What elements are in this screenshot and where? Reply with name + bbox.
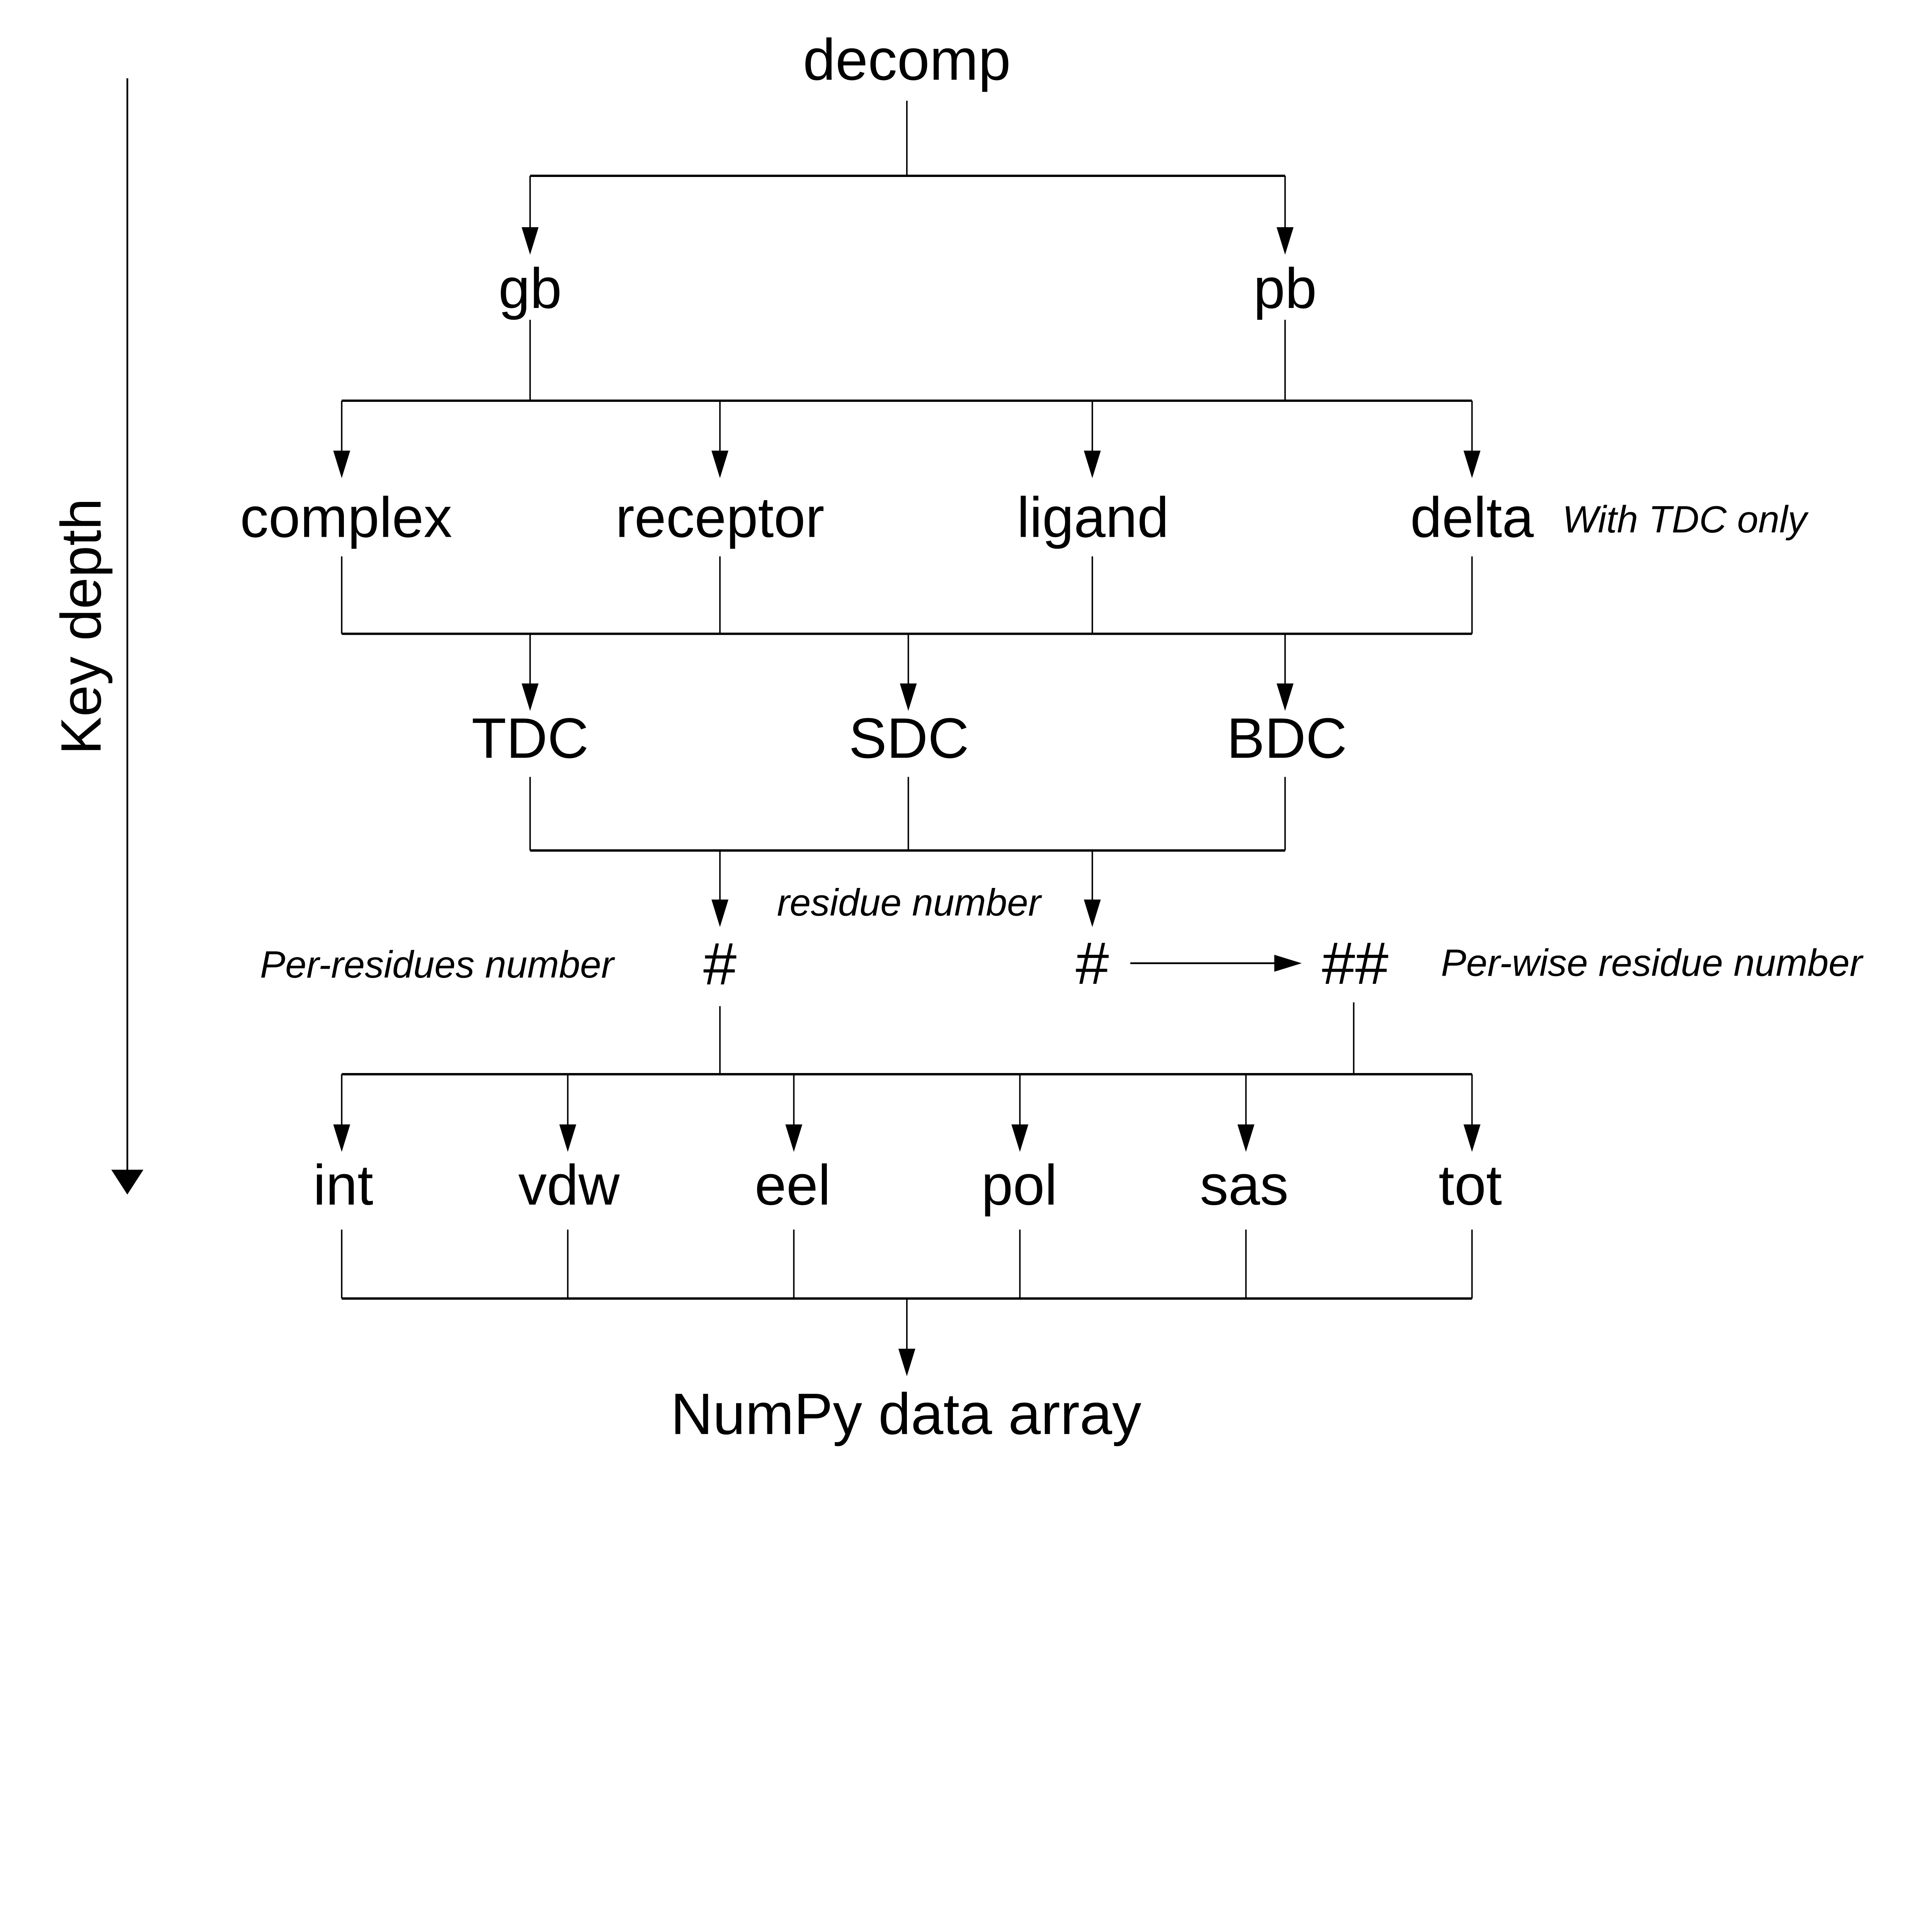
residue-number-note: residue number [777,881,1041,924]
node-tot: tot [1439,1153,1502,1217]
node-bdc: BDC [1226,706,1347,770]
node-decomp: decomp [803,27,1011,92]
decomp-key-tree-diagram: decomp gb pb complex receptor ligand del… [49,27,1862,1447]
node-complex: complex [240,485,452,549]
node-residue-number-hash: # [703,930,737,997]
arrow-to-sdc-icon [900,634,917,711]
arrow-to-tot-icon [1463,1074,1481,1152]
arrow-to-ligand-icon [1083,401,1101,478]
node-vdw: vdw [518,1153,620,1217]
arrow-to-delta-icon [1463,401,1481,478]
key-depth-axis-arrow-icon [111,78,144,1195]
arrow-to-pol-icon [1011,1074,1029,1152]
arrow-to-eel-icon [785,1074,803,1152]
per-wise-residue-number-note: Per-wise residue number [1441,941,1862,984]
arrow-to-sas-icon [1237,1074,1255,1152]
arrow-to-bdc-icon [1276,634,1294,711]
arrow-to-receptor-icon [711,401,729,478]
arrow-to-residue-hash-icon [711,850,729,927]
node-eel: eel [755,1153,831,1217]
arrow-to-int-icon [333,1074,350,1152]
numpy-data-array-sink: NumPy data array [670,1381,1141,1447]
arrow-to-numpy-array-icon [898,1298,915,1376]
node-wise-residue-double-hash: ## [1322,930,1389,997]
arrow-to-complex-icon [333,401,350,478]
node-sdc: SDC [849,706,969,770]
hash-to-double-hash-arrow-icon [1130,954,1302,972]
node-wise-residue-hash: # [1075,930,1109,997]
node-sas: sas [1200,1153,1289,1217]
arrow-to-pb-icon [1276,176,1294,255]
arrow-to-tdc-icon [521,634,539,711]
key-depth-axis-label: Key depth [49,498,113,755]
arrow-to-vdw-icon [559,1074,577,1152]
node-pb: pb [1253,257,1317,320]
with-tdc-only-note: With TDC only [1562,498,1807,541]
node-tdc: TDC [471,706,589,770]
node-ligand: ligand [1017,485,1169,549]
arrow-to-wise-hash-icon [1083,850,1101,927]
node-gb: gb [498,257,562,320]
per-residues-number-note: Per-residues number [260,943,614,986]
node-pol: pol [981,1153,1058,1217]
node-int: int [313,1153,373,1217]
arrow-to-gb-icon [521,176,539,255]
connector-lines-layer [111,78,1481,1376]
node-delta: delta [1410,485,1534,549]
node-receptor: receptor [615,485,825,549]
